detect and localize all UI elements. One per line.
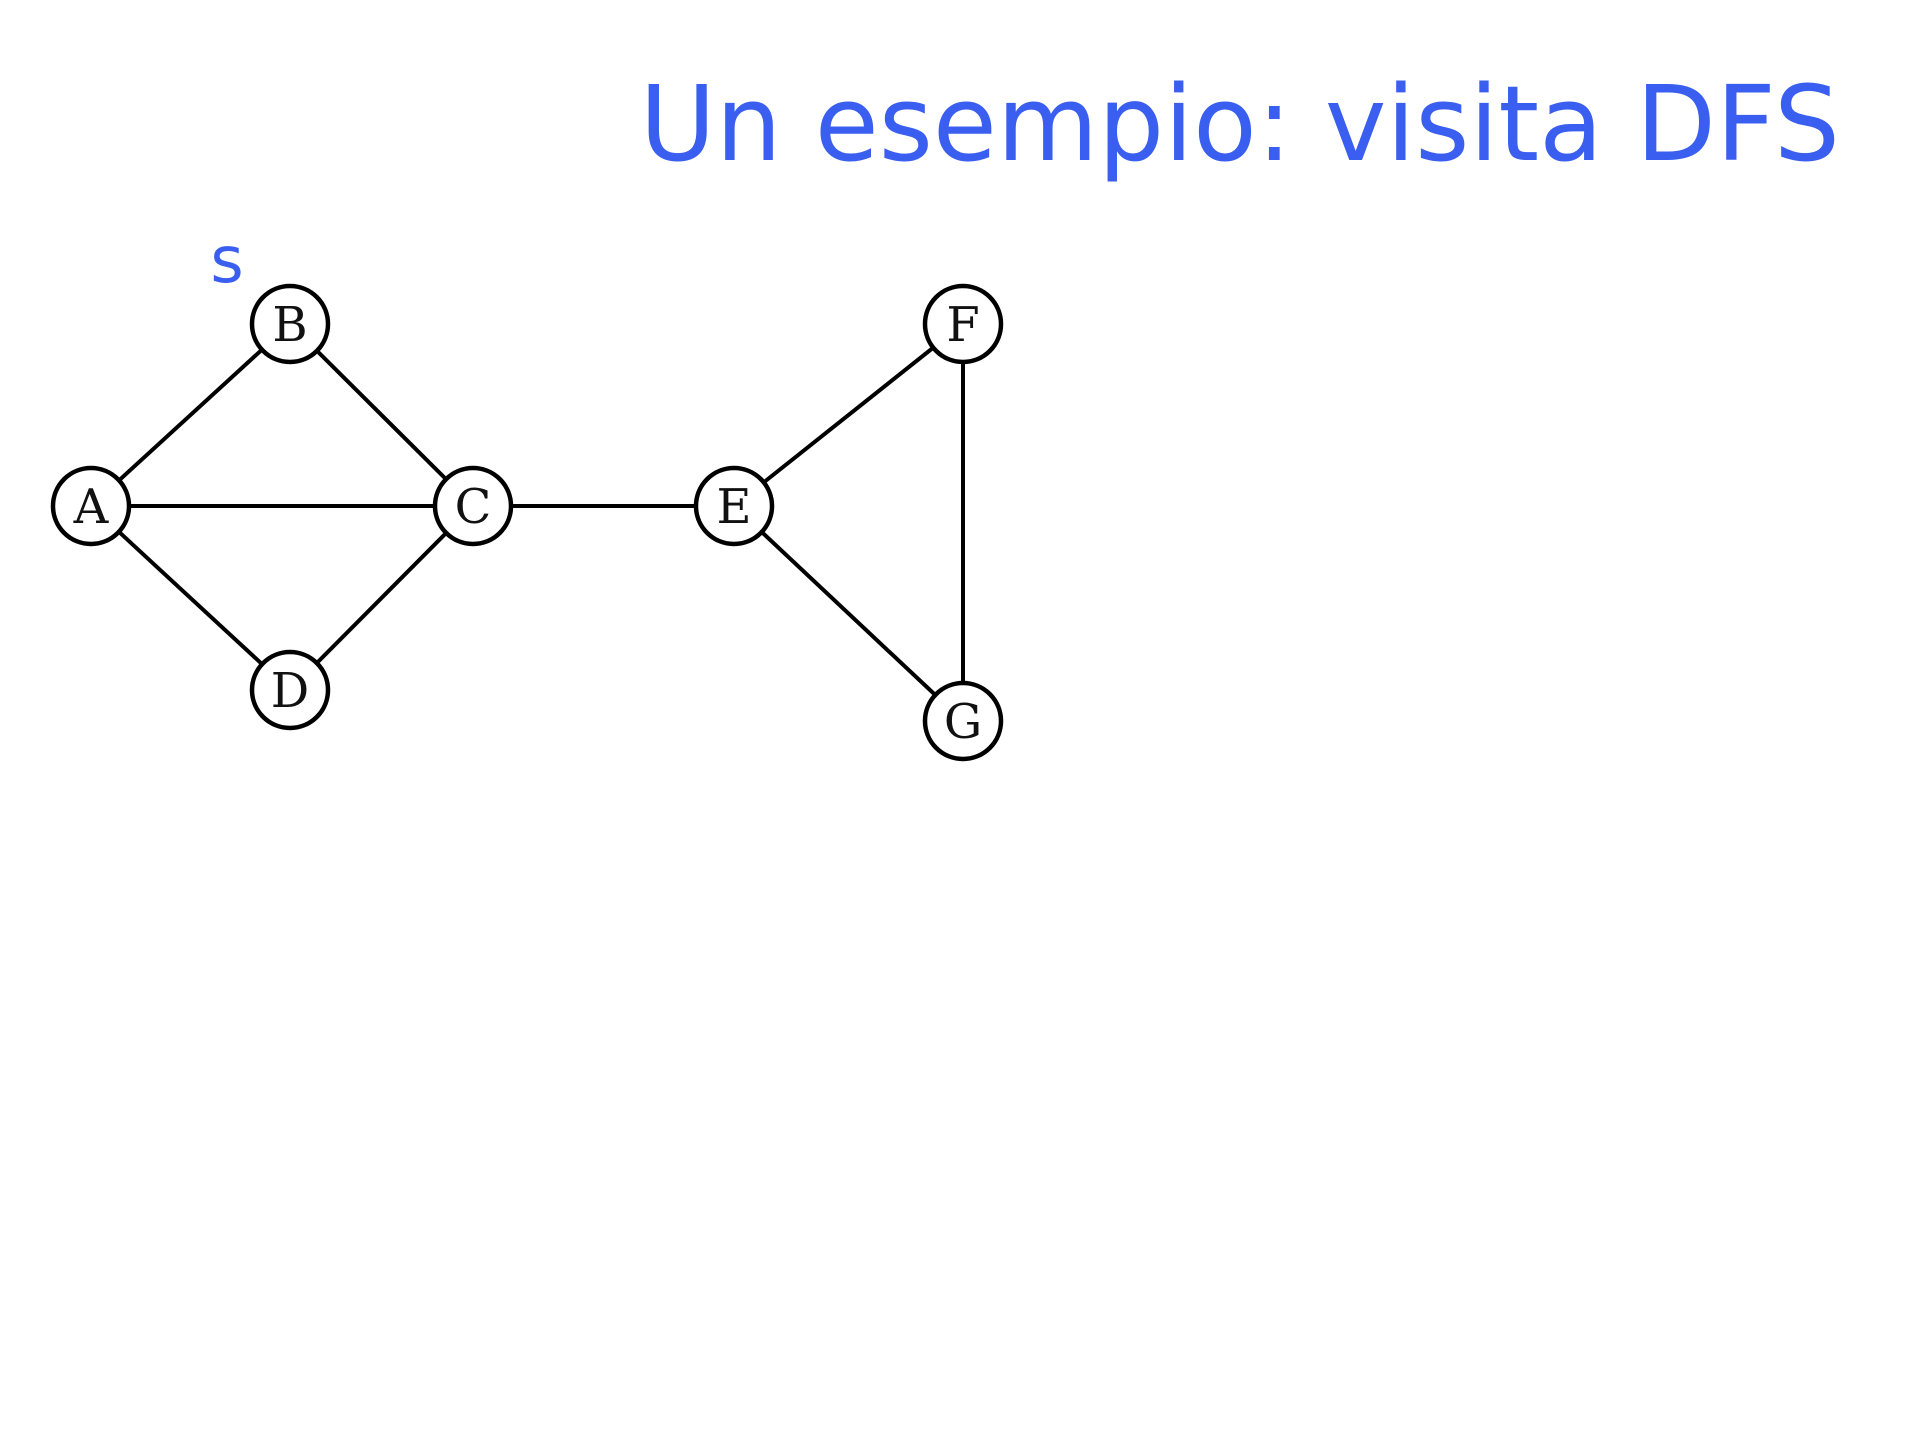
edge-E-G: [732, 504, 965, 723]
node-circle-B: [249, 283, 331, 365]
node-A: A: [50, 465, 132, 547]
node-label-G: G: [944, 694, 982, 750]
node-label-D: D: [271, 663, 309, 719]
node-circle-D: [249, 649, 331, 731]
node-circle-E: [693, 465, 775, 547]
node-C: C: [432, 465, 514, 547]
node-E: E: [693, 465, 775, 547]
node-circle-G: [922, 680, 1004, 762]
edge-A-D: [89, 504, 292, 692]
source-label: s: [210, 224, 243, 298]
node-label-E: E: [716, 479, 751, 535]
node-D: D: [249, 649, 331, 731]
slide-title: Un esempio: visita DFS: [639, 63, 1840, 185]
node-circle-F: [922, 283, 1004, 365]
edge-A-B: [89, 322, 292, 508]
node-G: G: [922, 680, 1004, 762]
node-circle-A: [50, 465, 132, 547]
node-B: B: [249, 283, 331, 365]
node-label-B: B: [272, 297, 307, 353]
node-F: F: [922, 283, 1004, 365]
graph-edges: [89, 322, 965, 723]
edge-B-C: [288, 322, 475, 508]
node-label-A: A: [73, 479, 110, 535]
node-label-F: F: [946, 297, 979, 353]
node-label-C: C: [455, 479, 492, 535]
edge-C-D: [288, 504, 475, 692]
edge-E-F: [732, 322, 965, 508]
node-circle-C: [432, 465, 514, 547]
graph-nodes: A B C D E F G: [50, 283, 1004, 762]
